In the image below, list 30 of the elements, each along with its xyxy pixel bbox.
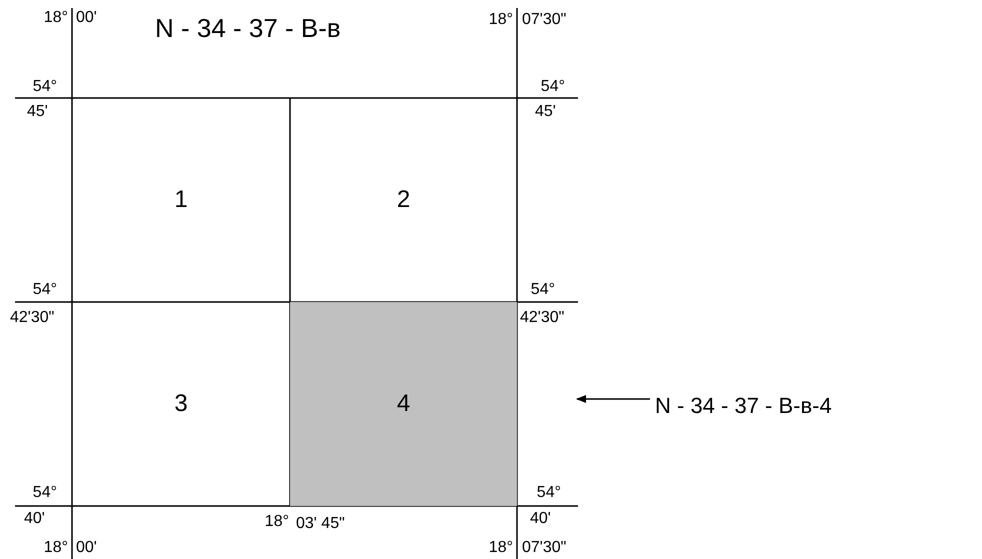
coordinate-label: 18° bbox=[488, 539, 513, 557]
coordinate-label: 07'30" bbox=[522, 11, 566, 29]
coordinate-label: 45' bbox=[27, 103, 48, 121]
coordinate-label: 54° bbox=[536, 484, 561, 502]
coordinate-label: 03' 45" bbox=[296, 515, 345, 533]
coordinate-label: 40' bbox=[530, 510, 551, 528]
coordinate-label: 00' bbox=[76, 9, 97, 27]
coordinate-label: 54° bbox=[540, 78, 565, 96]
coordinate-label: 18° bbox=[264, 513, 289, 531]
coordinate-label: 54° bbox=[32, 78, 57, 96]
sheet-number: 4 bbox=[396, 391, 410, 417]
coordinate-label: 42'30" bbox=[520, 309, 564, 327]
map-sheet-cell bbox=[290, 302, 517, 506]
coordinate-label: 07'30" bbox=[522, 539, 566, 557]
sheet-number: 1 bbox=[174, 187, 188, 213]
coordinate-label: 18° bbox=[44, 9, 68, 27]
arrow bbox=[576, 395, 650, 403]
coordinate-label: 40' bbox=[24, 510, 45, 528]
sheet-number: 3 bbox=[174, 391, 188, 417]
coordinate-label: 18° bbox=[488, 11, 513, 29]
coordinate-label: 45' bbox=[535, 103, 556, 121]
coordinate-label: 54° bbox=[32, 484, 57, 502]
sheet-designation: N - 34 - 37 - В-в-4 bbox=[655, 393, 832, 419]
coordinate-label: 18° bbox=[44, 539, 68, 557]
title: N - 34 - 37 - В-в bbox=[155, 13, 341, 43]
sheet-number: 2 bbox=[396, 187, 410, 213]
coordinate-label: 00' bbox=[76, 539, 97, 557]
coordinate-label: 54° bbox=[32, 281, 57, 299]
coordinate-label: 54° bbox=[530, 281, 555, 299]
coordinate-label: 42'30" bbox=[10, 309, 54, 327]
